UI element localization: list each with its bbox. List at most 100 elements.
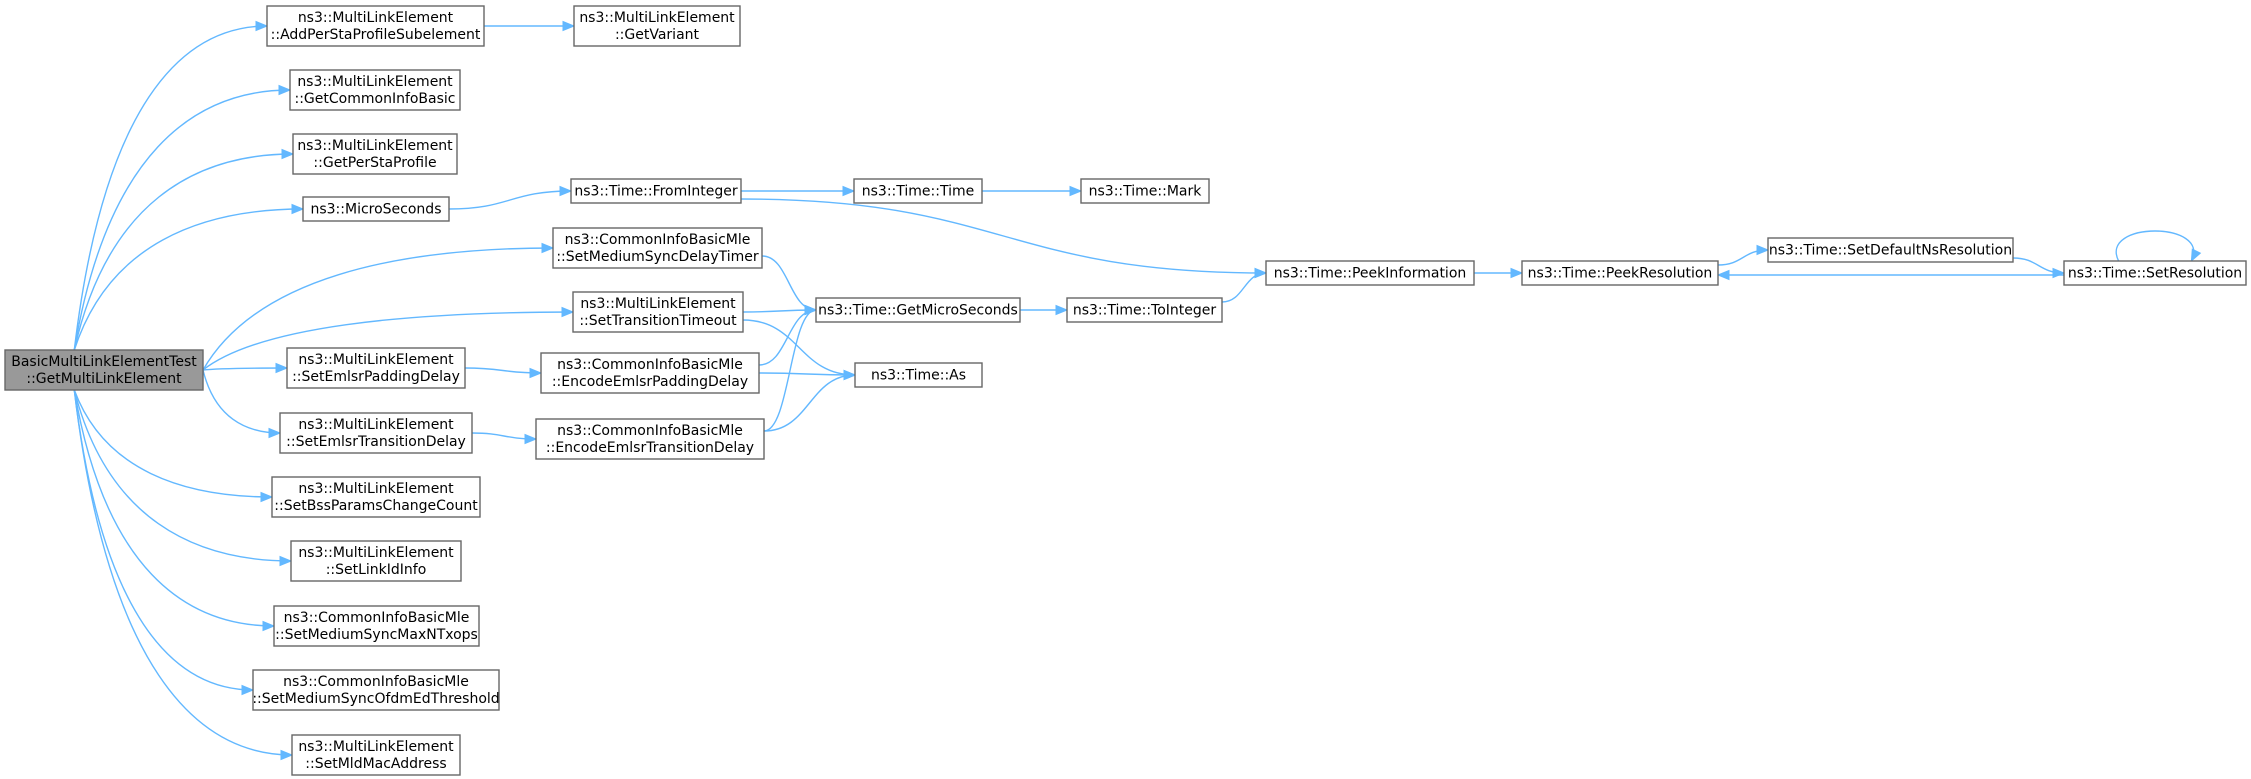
edge-peekRes-to-setDefRes: [1717, 244, 1770, 266]
node-box[interactable]: [1767, 237, 2014, 263]
edge-arrowhead: [275, 362, 289, 374]
node-addPerSta[interactable]: ns3::MultiLinkElement::AddPerStaProfileS…: [266, 5, 485, 47]
edge-line: [73, 153, 294, 351]
edge-root-to-setTransTO: [202, 306, 575, 371]
node-box[interactable]: [291, 734, 461, 776]
edge-arrowhead: [804, 304, 818, 316]
node-peekInfo[interactable]: ns3::Time::PeekInformation: [1265, 260, 1475, 286]
edge-arrowhead: [842, 185, 856, 197]
node-setDefRes[interactable]: ns3::Time::SetDefaultNsResolution: [1767, 237, 2014, 263]
node-setTransTO[interactable]: ns3::MultiLinkElement::SetTransitionTime…: [572, 291, 744, 333]
node-box[interactable]: [1080, 178, 1210, 204]
node-toInt[interactable]: ns3::Time::ToInteger: [1066, 297, 1223, 323]
edge-line: [73, 389, 273, 498]
edge-line: [758, 309, 817, 366]
node-box[interactable]: [570, 178, 742, 204]
node-label: BasicMultiLinkElementTest: [11, 354, 197, 370]
node-label: ns3::MicroSeconds: [310, 202, 441, 218]
node-layer: BasicMultiLinkElementTest::GetMultiLinkE…: [4, 5, 2247, 776]
edge-setTransTO-to-timeAs: [742, 319, 857, 381]
edge-encTrans-to-timeAs: [763, 369, 857, 432]
node-getPerSta[interactable]: ns3::MultiLinkElement::GetPerStaProfile: [292, 133, 458, 175]
node-fromInt[interactable]: ns3::Time::FromInteger: [570, 178, 742, 204]
node-setOfdm[interactable]: ns3::CommonInfoBasicMle::SetMediumSyncOf…: [252, 669, 500, 711]
node-root[interactable]: BasicMultiLinkElementTest::GetMultiLinkE…: [4, 349, 204, 391]
edge-timeTime-to-mark: [982, 185, 1083, 197]
node-box[interactable]: [279, 412, 473, 454]
node-box[interactable]: [266, 5, 485, 47]
node-setRes[interactable]: ns3::Time::SetResolution: [2063, 260, 2247, 286]
node-label: ::GetPerStaProfile: [313, 155, 436, 171]
node-box[interactable]: [290, 540, 462, 582]
node-box[interactable]: [271, 476, 481, 518]
edge-line: [202, 247, 554, 371]
node-setMld[interactable]: ns3::MultiLinkElement::SetMldMacAddress: [291, 734, 461, 776]
node-box[interactable]: [815, 297, 1021, 323]
node-label: ns3::MultiLinkElement: [298, 417, 454, 433]
node-setPadding[interactable]: ns3::MultiLinkElement::SetEmlsrPaddingDe…: [286, 347, 466, 389]
node-getCommon[interactable]: ns3::MultiLinkElement::GetCommonInfoBasi…: [289, 69, 461, 111]
node-label: ns3::MultiLinkElement: [298, 10, 454, 26]
edge-setPadding-to-encPadding: [464, 367, 543, 379]
node-setSyncDelay[interactable]: ns3::CommonInfoBasicMle::SetMediumSyncDe…: [552, 227, 763, 269]
node-micro[interactable]: ns3::MicroSeconds: [302, 196, 450, 222]
node-box[interactable]: [1066, 297, 1223, 323]
node-box[interactable]: [1265, 260, 1475, 286]
node-setBss[interactable]: ns3::MultiLinkElement::SetBssParamsChang…: [271, 476, 481, 518]
node-box[interactable]: [535, 418, 765, 460]
node-box[interactable]: [4, 349, 204, 391]
edge-layer: [73, 20, 2202, 761]
edge-root-to-setTransDelay: [202, 369, 282, 439]
node-label: ns3::Time::Mark: [1089, 184, 1203, 200]
node-encTrans[interactable]: ns3::CommonInfoBasicMle::EncodeEmlsrTran…: [535, 418, 765, 460]
edge-arrowhead: [529, 367, 543, 379]
edge-peekInfo-to-peekRes: [1474, 267, 1524, 279]
edge-arrowhead: [562, 20, 576, 32]
edge-arrowhead: [541, 242, 555, 254]
edge-line: [1221, 272, 1267, 303]
node-box[interactable]: [540, 352, 760, 394]
node-label: ::SetEmlsrTransitionDelay: [286, 434, 466, 450]
node-label: ::SetBssParamsChangeCount: [274, 498, 478, 514]
node-box[interactable]: [286, 347, 466, 389]
edge-encPadding-to-timeAs: [758, 369, 857, 381]
node-box[interactable]: [573, 5, 741, 47]
node-encPadding[interactable]: ns3::CommonInfoBasicMle::EncodeEmlsrPadd…: [540, 352, 760, 394]
edge-arrowhead: [1756, 244, 1770, 256]
node-timeAs[interactable]: ns3::Time::As: [854, 362, 983, 388]
node-getMicro[interactable]: ns3::Time::GetMicroSeconds: [815, 297, 1021, 323]
edge-root-to-setSyncDelay: [202, 242, 555, 371]
node-box[interactable]: [2063, 260, 2247, 286]
node-setTransDelay[interactable]: ns3::MultiLinkElement::SetEmlsrTransitio…: [279, 412, 473, 454]
edge-arrowhead: [255, 20, 269, 32]
node-box[interactable]: [1521, 260, 1719, 286]
edge-arrowhead: [2052, 267, 2066, 279]
node-box[interactable]: [273, 605, 480, 647]
node-label: ns3::MultiLinkElement: [298, 352, 454, 368]
node-mark[interactable]: ns3::Time::Mark: [1080, 178, 1210, 204]
edge-micro-to-fromInt: [448, 185, 573, 210]
node-timeTime[interactable]: ns3::Time::Time: [853, 178, 983, 204]
node-box[interactable]: [289, 69, 461, 111]
node-box[interactable]: [853, 178, 983, 204]
node-box[interactable]: [552, 227, 763, 269]
edge-line: [742, 319, 856, 376]
node-box[interactable]: [292, 133, 458, 175]
edge-arrowhead: [1254, 267, 1268, 279]
edge-root-to-setBss: [73, 389, 274, 503]
node-box[interactable]: [854, 362, 983, 388]
node-peekRes[interactable]: ns3::Time::PeekResolution: [1521, 260, 1719, 286]
node-box[interactable]: [302, 196, 450, 222]
edge-root-to-micro: [73, 203, 305, 351]
node-getVariant[interactable]: ns3::MultiLinkElement::GetVariant: [573, 5, 741, 47]
edge-arrowhead: [561, 306, 575, 318]
edge-fromInt-to-timeTime: [741, 185, 856, 197]
edge-line: [73, 25, 268, 351]
edge-arrowhead: [279, 555, 293, 567]
node-box[interactable]: [572, 291, 744, 333]
node-label: ns3::MultiLinkElement: [298, 739, 454, 755]
node-setLinkId[interactable]: ns3::MultiLinkElement::SetLinkIdInfo: [290, 540, 462, 582]
node-box[interactable]: [252, 669, 500, 711]
node-setMaxN[interactable]: ns3::CommonInfoBasicMle::SetMediumSyncMa…: [273, 605, 480, 647]
